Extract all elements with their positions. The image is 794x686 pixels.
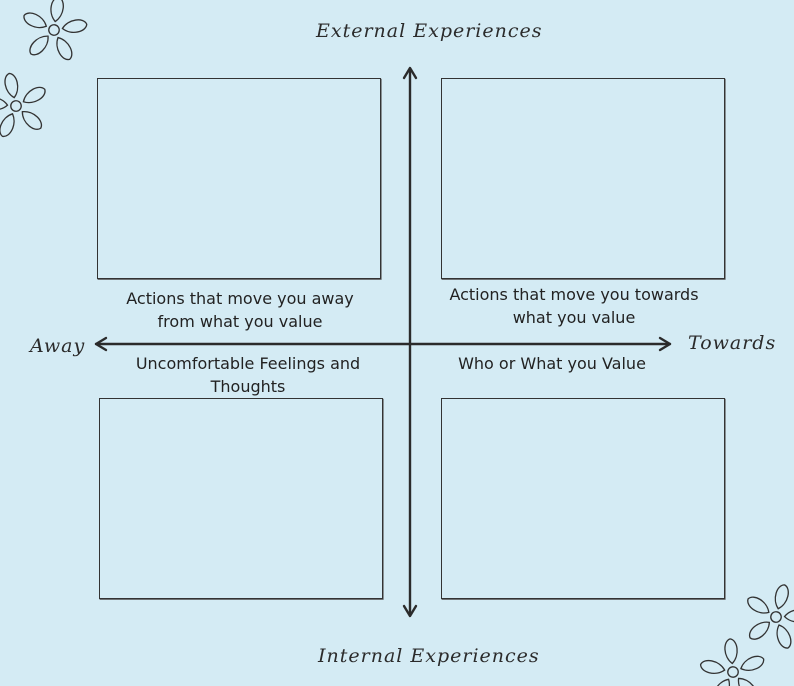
quadrant-label-bottom-left: Uncomfortable Feelings and Thoughts xyxy=(135,354,361,396)
arrow-down-icon xyxy=(402,604,418,618)
quadrant-box-bottom-left xyxy=(99,398,383,599)
axis-label-top: External Experiences xyxy=(316,20,543,42)
axis-label-bottom: Internal Experiences xyxy=(318,645,540,667)
arrow-left-icon xyxy=(94,336,108,352)
arrow-up-icon xyxy=(402,66,418,80)
quadrant-box-top-right xyxy=(441,78,725,279)
quadrant-box-top-left xyxy=(97,78,381,279)
axis-label-left: Away xyxy=(30,335,86,357)
quadrant-label-top-right: Actions that move you towards what you v… xyxy=(449,285,699,327)
quadrant-label-top-left: Actions that move you away from what you… xyxy=(126,289,354,331)
axis-label-right: Towards xyxy=(688,332,777,354)
quadrant-label-bottom-right: Who or What you Value xyxy=(458,354,646,373)
quadrant-box-bottom-right xyxy=(441,398,725,599)
arrow-right-icon xyxy=(658,336,672,352)
